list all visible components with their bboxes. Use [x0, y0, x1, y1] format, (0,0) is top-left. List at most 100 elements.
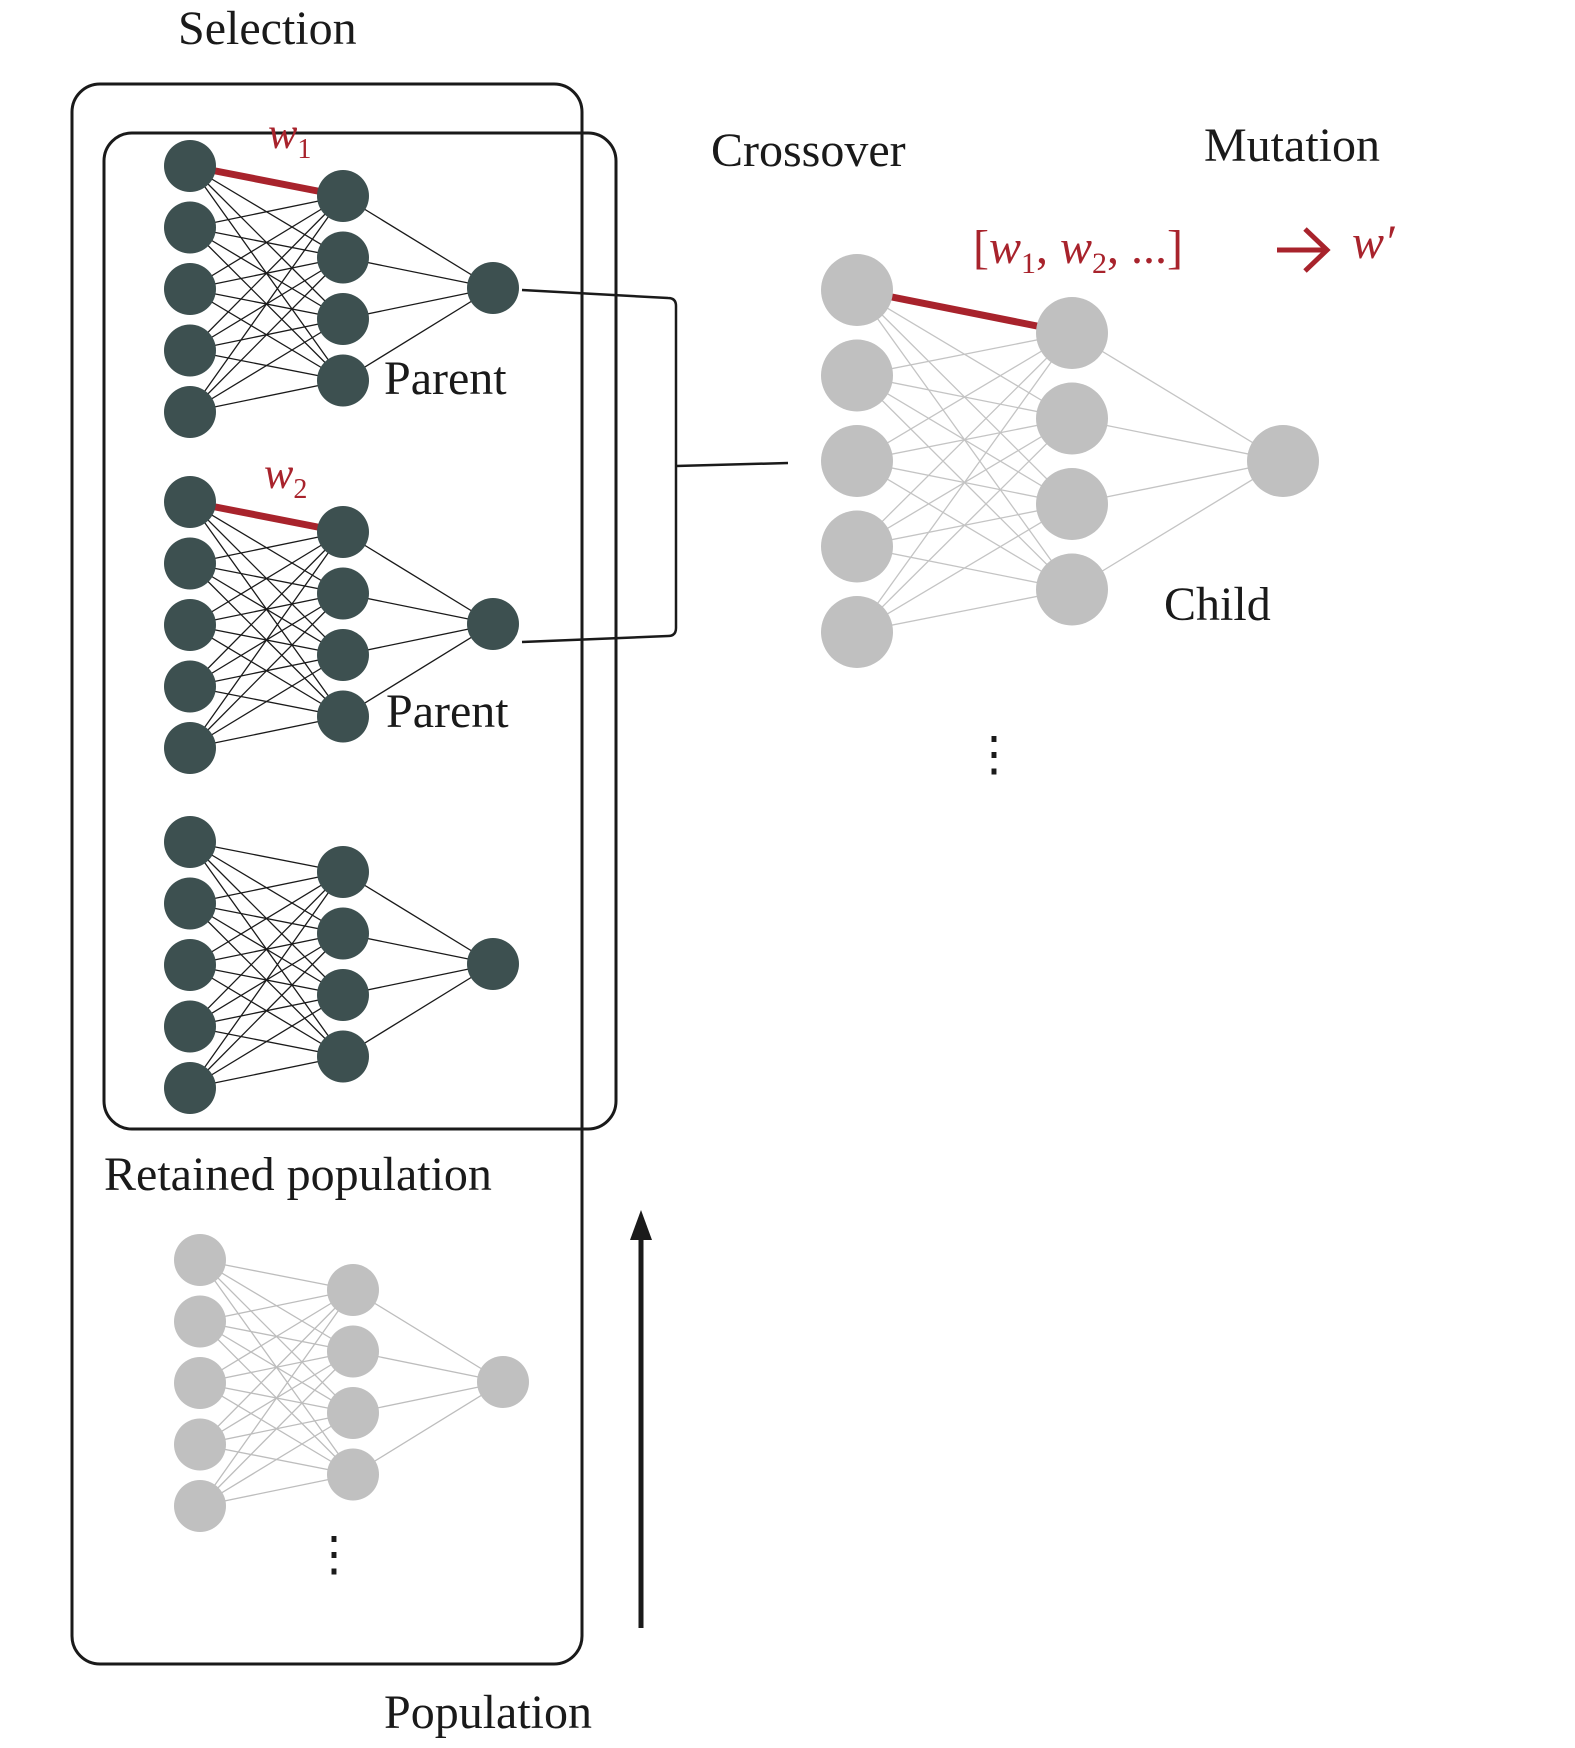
input-node	[821, 510, 893, 583]
hidden-node	[317, 629, 369, 681]
population-arrow-head	[630, 1210, 652, 1240]
output-node	[477, 1356, 529, 1408]
input-node	[174, 1295, 226, 1348]
connection-line	[189, 531, 344, 749]
highlighted-weight-line	[856, 286, 1073, 337]
input-node	[821, 596, 893, 668]
connection-line	[189, 318, 344, 413]
parent-network-1	[164, 140, 519, 438]
retained-population-label: Retained population	[104, 1148, 492, 1201]
crossover-label: Crossover	[711, 124, 906, 177]
child-label: Child	[1164, 578, 1271, 631]
input-node	[164, 476, 216, 528]
connection-line	[189, 871, 344, 966]
retained-network-3	[164, 816, 519, 1114]
weight-label-w1: w1	[268, 109, 311, 165]
input-node	[164, 1000, 216, 1053]
child-ellipsis: ⋮	[970, 728, 1018, 781]
connection-line	[189, 654, 344, 749]
connection-line	[856, 588, 1073, 633]
mutated-weight-label: w′	[1352, 216, 1396, 269]
hidden-node	[1036, 468, 1108, 540]
hidden-node	[317, 293, 369, 345]
hidden-node	[317, 170, 369, 222]
output-node	[1247, 425, 1319, 497]
input-node	[164, 386, 216, 438]
connection-line	[856, 332, 1073, 547]
connection-line	[189, 871, 344, 905]
connection-line	[1071, 332, 1284, 462]
connection-line	[199, 1351, 354, 1507]
output-node	[467, 938, 519, 990]
connection-line	[342, 195, 494, 289]
input-node	[164, 660, 216, 713]
input-node	[164, 1062, 216, 1114]
input-node	[164, 877, 216, 930]
input-node	[164, 263, 216, 315]
input-node	[821, 425, 893, 497]
hidden-node	[317, 1030, 369, 1083]
connection-line	[342, 287, 494, 382]
connection-line	[199, 1289, 354, 1507]
input-node	[164, 816, 216, 868]
connection-line	[1071, 460, 1284, 591]
connection-line	[189, 531, 344, 626]
output-node	[467, 262, 519, 314]
mutation-label: Mutation	[1204, 119, 1380, 172]
connection-line	[856, 418, 1073, 633]
output-node	[467, 598, 519, 650]
weight-label-w2: w2	[264, 449, 307, 505]
input-node	[164, 939, 216, 991]
hidden-node	[317, 354, 369, 407]
connection-line	[342, 871, 494, 965]
connection-line	[199, 1412, 354, 1507]
crossover-bracket	[521, 288, 789, 644]
connection-line	[189, 593, 344, 749]
population-label: Population	[384, 1686, 592, 1739]
connection-line	[856, 332, 1073, 377]
child-network	[821, 254, 1319, 668]
hidden-node	[317, 231, 369, 284]
input-node	[164, 140, 216, 192]
input-node	[821, 339, 893, 412]
connection-line	[189, 933, 344, 1089]
population-frame	[70, 82, 584, 1666]
connection-line	[199, 1289, 354, 1323]
hidden-node	[327, 1325, 379, 1378]
input-node	[164, 599, 216, 651]
connection-line	[189, 994, 344, 1089]
hidden-node	[317, 690, 369, 743]
connection-line	[189, 195, 344, 290]
population-ellipsis: ⋮	[310, 1528, 358, 1581]
hidden-node	[327, 1448, 379, 1501]
parent-label-1: Parent	[384, 352, 507, 405]
mutation-arrow	[1277, 227, 1331, 273]
connection-line	[199, 1289, 354, 1384]
hidden-node	[1036, 553, 1108, 626]
connection-line	[189, 195, 344, 413]
hidden-node	[317, 506, 369, 558]
connection-line	[189, 1055, 344, 1089]
connection-line	[189, 195, 344, 351]
connection-line	[189, 715, 344, 749]
connection-line	[342, 963, 494, 1058]
weight-vector-label: [w1, w2, ...]	[973, 221, 1183, 280]
connection-line	[189, 531, 344, 565]
hidden-node	[317, 567, 369, 620]
input-node	[174, 1234, 226, 1286]
connection-line	[352, 1289, 504, 1383]
hidden-node	[327, 1264, 379, 1316]
input-node	[164, 201, 216, 254]
retained-population-frame	[102, 131, 618, 1131]
input-node	[164, 722, 216, 774]
input-node	[164, 537, 216, 590]
connection-line	[189, 257, 344, 413]
hidden-node	[317, 969, 369, 1021]
parent-label-2: Parent	[386, 685, 509, 738]
connection-line	[189, 871, 344, 1089]
input-node	[174, 1480, 226, 1532]
hidden-node	[1036, 297, 1108, 369]
input-node	[821, 254, 893, 326]
hidden-node	[317, 907, 369, 960]
